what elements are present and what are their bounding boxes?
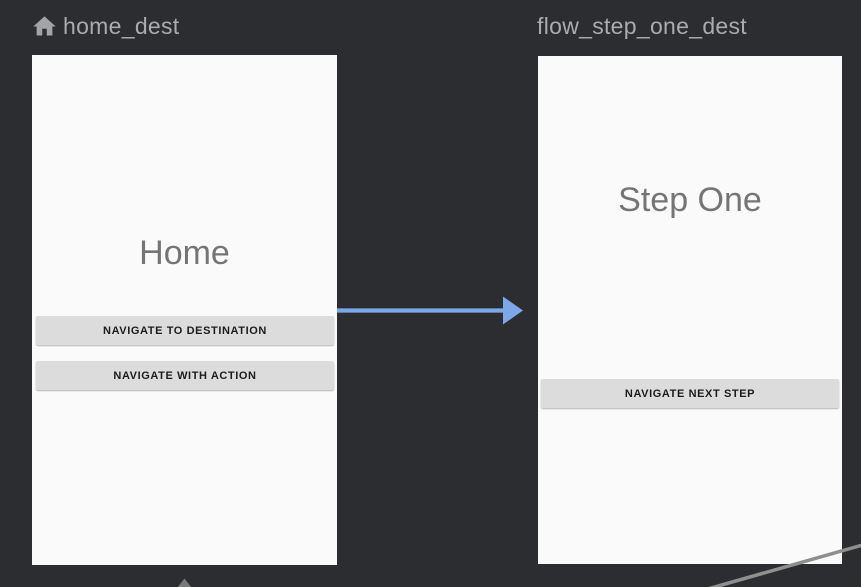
navigate-to-destination-button[interactable]: NAVIGATE TO DESTINATION (36, 316, 334, 345)
arrowhead-up-icon (177, 578, 192, 587)
destination-card-flow-step-one-dest[interactable]: Step One NAVIGATE NEXT STEP (538, 56, 842, 564)
screen-title: Home (139, 234, 230, 272)
destination-header-home-dest[interactable]: home_dest (31, 10, 180, 42)
arrowhead-right-icon (503, 296, 523, 325)
navigate-with-action-button[interactable]: NAVIGATE WITH ACTION (36, 361, 334, 390)
destination-header-flow-step-one-dest[interactable]: flow_step_one_dest (537, 10, 747, 42)
destination-label: home_dest (63, 12, 180, 39)
action-edge-home-to-step-one[interactable] (337, 296, 523, 325)
screen-title: Step One (618, 181, 762, 219)
navigate-next-step-button[interactable]: NAVIGATE NEXT STEP (541, 379, 839, 408)
home-icon (31, 13, 58, 40)
destination-label: flow_step_one_dest (537, 12, 747, 39)
destination-card-home-dest[interactable]: Home NAVIGATE TO DESTINATION NAVIGATE WI… (32, 55, 337, 565)
incoming-edge-arrowhead[interactable] (177, 578, 192, 587)
